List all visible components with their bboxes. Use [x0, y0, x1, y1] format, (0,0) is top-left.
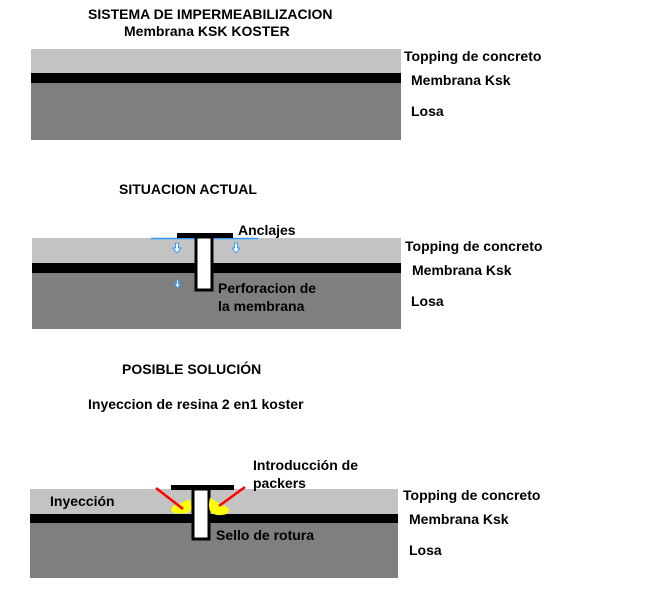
section3-resin-right: [209, 498, 229, 516]
section2-label-perforacion-2: la membrana: [218, 298, 305, 314]
section3-anchor-bolt: [191, 487, 211, 541]
section3-label-membrane: Membrana Ksk: [409, 511, 509, 527]
section1-title-line2: Membrana KSK KOSTER: [124, 23, 290, 39]
section2-water-arrow-right: [230, 242, 242, 254]
section3-losa-layer: [30, 523, 398, 578]
section2-label-topping: Topping de concreto: [405, 238, 543, 254]
section2-label-perforacion-1: Perforacion de: [218, 280, 317, 296]
section2-water-arrow-lower: [173, 279, 182, 289]
section3-title: POSIBLE SOLUCIÓN: [122, 361, 262, 377]
section3-injection-arrow-right: [218, 485, 246, 508]
section3-label-topping: Topping de concreto: [403, 487, 541, 503]
section1-losa-layer: [31, 83, 401, 140]
section3-label-sello: Sello de rotura: [216, 527, 315, 543]
section3-label-inyeccion: Inyección: [50, 493, 115, 509]
section3-label-packers-1: Introducción de: [253, 457, 358, 473]
section1-label-membrane: Membrana Ksk: [411, 72, 511, 88]
section2-label-anclajes: Anclajes: [238, 222, 296, 238]
section2-topping-layer: [32, 238, 401, 263]
section3-membrane-layer: [30, 514, 398, 523]
section1-label-losa: Losa: [411, 103, 444, 119]
section2-title: SITUACION ACTUAL: [119, 181, 257, 197]
section2-label-membrane: Membrana Ksk: [412, 262, 512, 278]
section2-membrane-layer: [32, 263, 401, 273]
section3-subtitle: Inyeccion de resina 2 en1 koster: [88, 396, 304, 412]
section2-anchor-bolt: [194, 235, 214, 292]
section3-label-packers-2: packers: [253, 475, 306, 491]
section1-membrane-layer: [31, 73, 401, 83]
section3-label-losa: Losa: [409, 542, 442, 558]
section2-label-losa: Losa: [411, 293, 444, 309]
section1-label-topping: Topping de concreto: [404, 48, 542, 64]
section3-injection-arrow-left: [155, 487, 184, 510]
section1-topping-layer: [31, 49, 401, 73]
section2-water-arrow-left: [171, 242, 183, 254]
section1-title-line1: SISTEMA DE IMPERMEABILIZACION: [88, 6, 333, 22]
section2-losa-layer: [32, 273, 401, 329]
